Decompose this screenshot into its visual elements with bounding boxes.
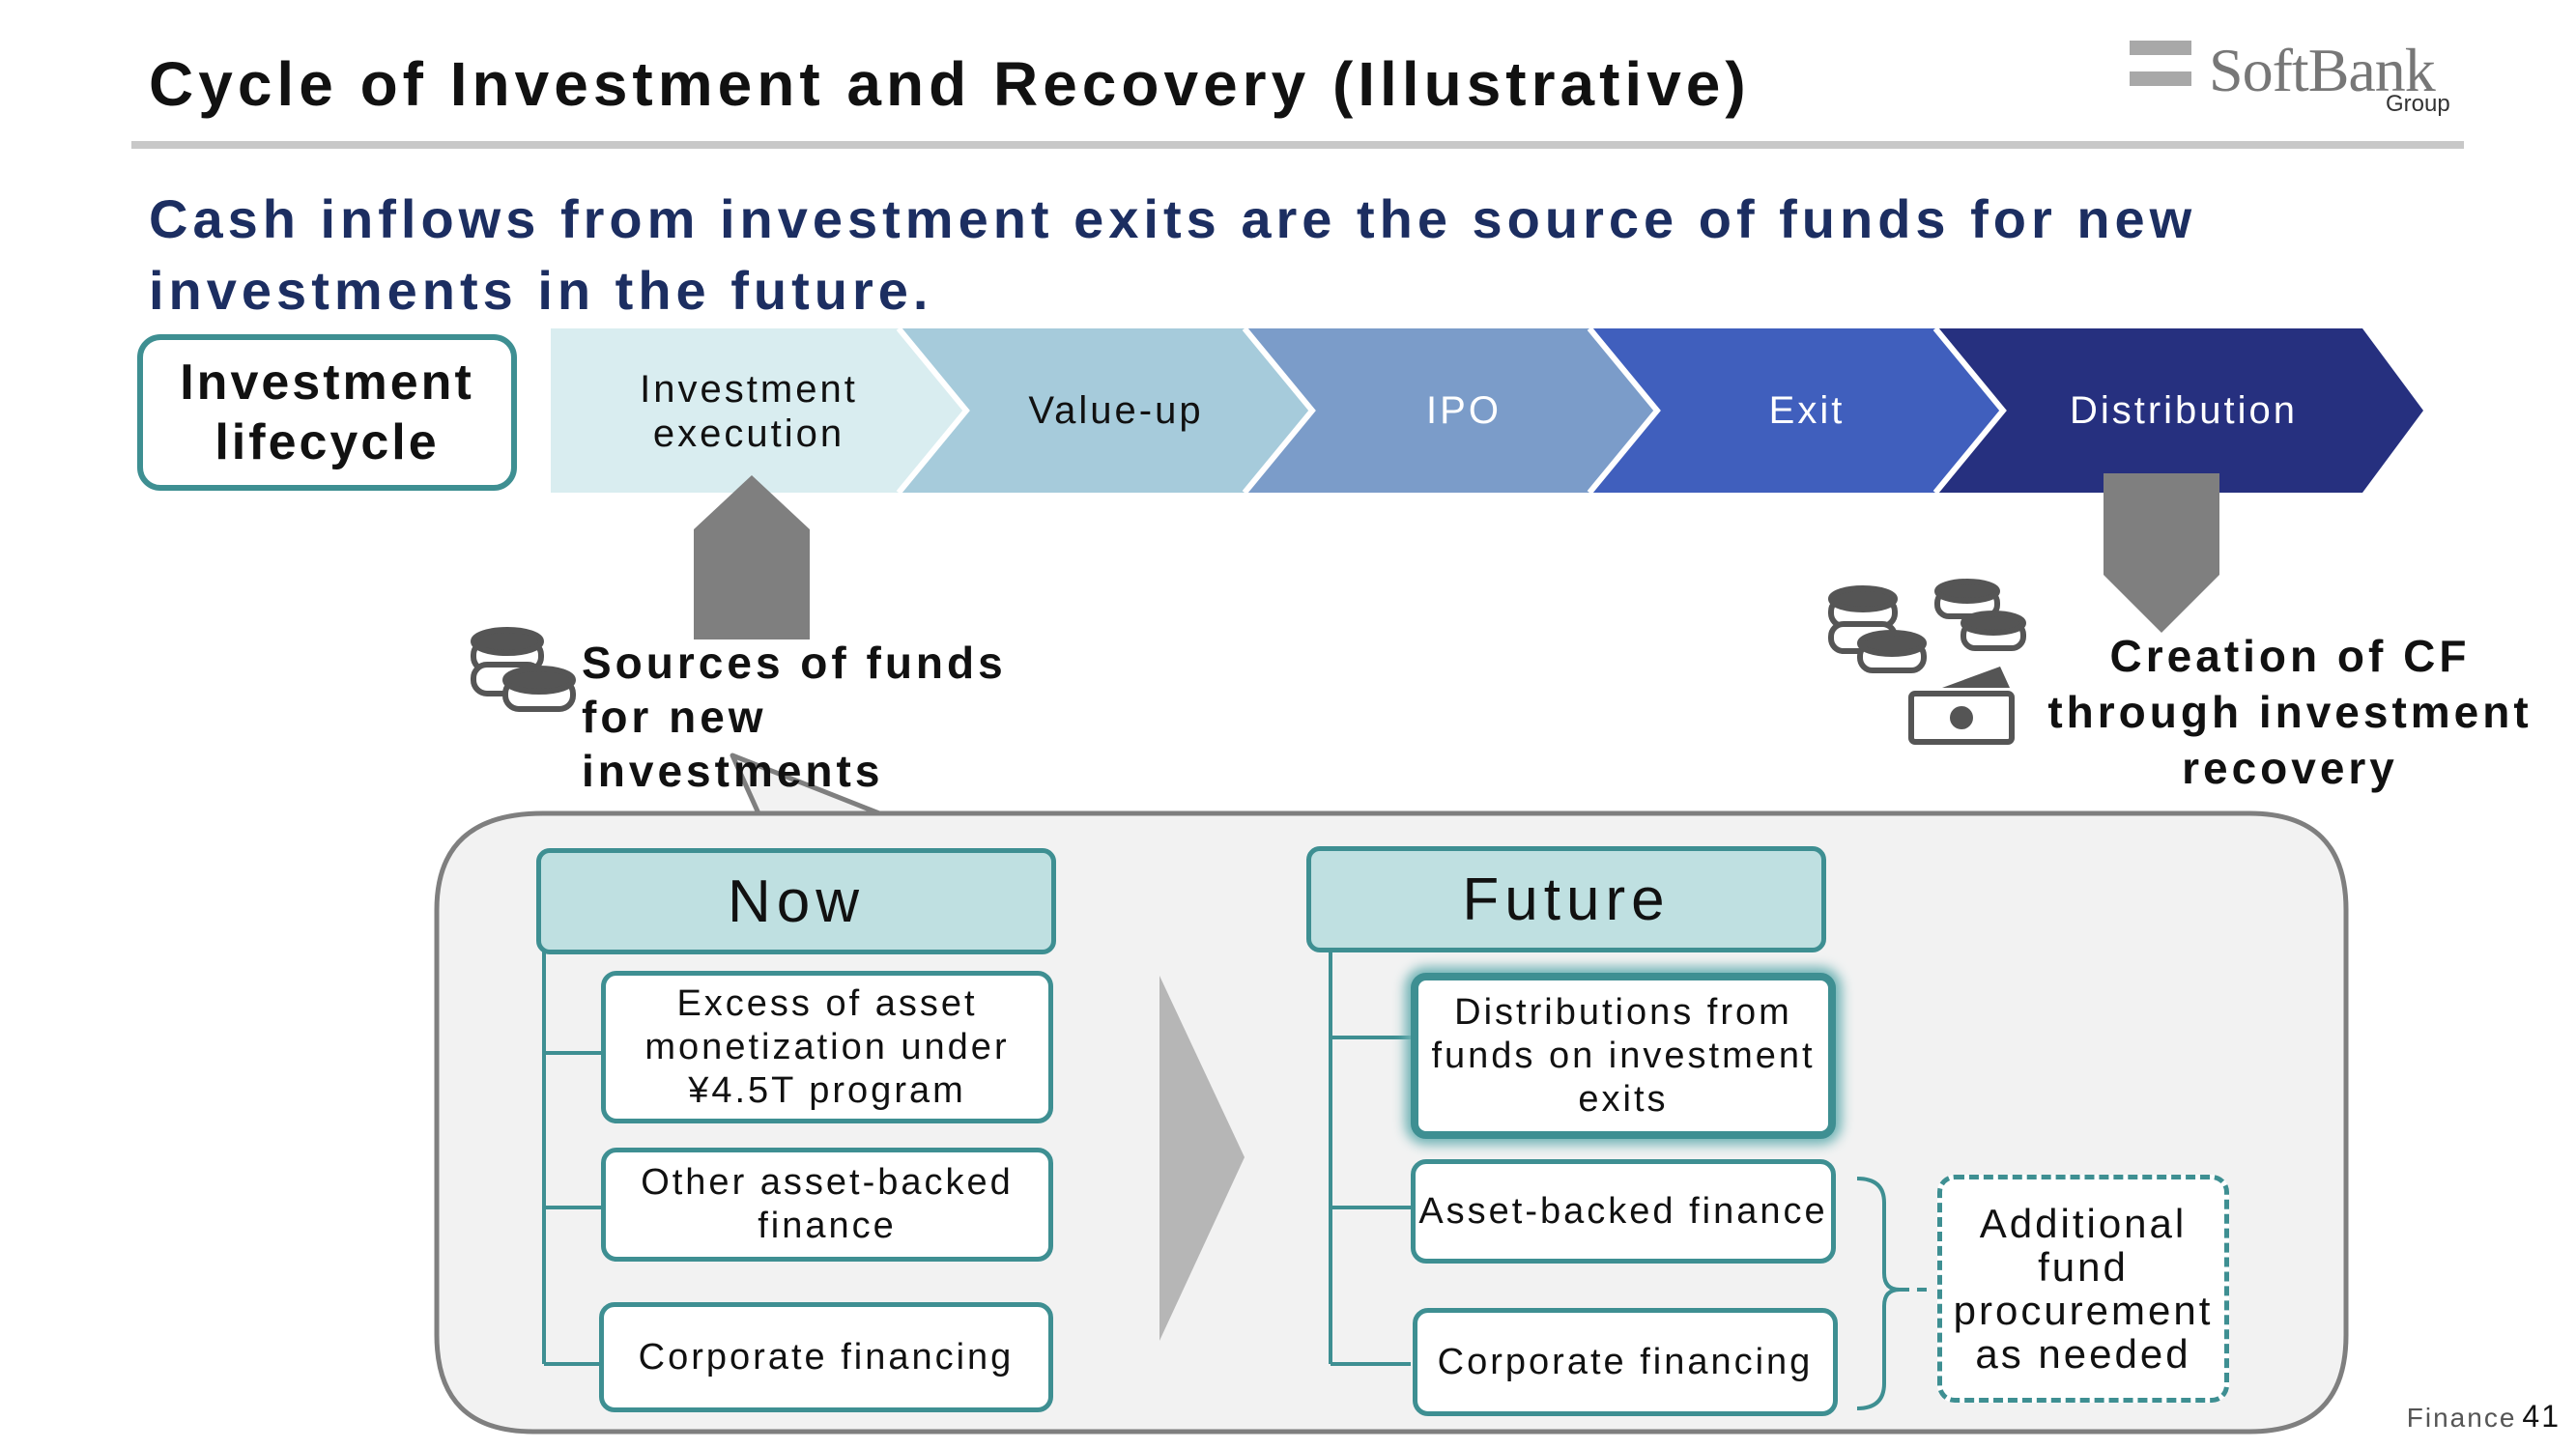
transition-arrow-icon [1159,976,1245,1341]
future-item-corporate: Corporate financing [1413,1308,1838,1416]
stage-chevron-distribution [1935,328,2423,493]
now-item-text: Corporate financing [638,1336,1015,1378]
now-item-text: Excess of asset monetization under ¥4.5T… [644,982,1010,1111]
future-item-text: Corporate financing [1437,1341,1814,1382]
future-tree-lines [1329,947,1411,1366]
sources-of-funds-label: Sources of funds for new investments [582,638,1007,796]
future-item-distributions: Distributions from funds on investment e… [1411,973,1836,1139]
stage-label-exit: Exit [1768,389,1846,432]
additional-funding-box: Additional fund procurement as needed [1937,1175,2229,1403]
now-item-asset-monetization: Excess of asset monetization under ¥4.5T… [601,971,1053,1123]
cf-creation-label: Creation of CF through investment recove… [2047,631,2533,793]
coins-icon [471,627,576,712]
future-title: Future [1462,866,1671,933]
footer-section: Finance [2406,1403,2517,1433]
logo-subtext: Group [2386,91,2450,117]
coins-and-cash-icon [1828,579,2026,745]
stage-label-value-up: Value-up [1028,389,1204,432]
now-item-text: Other asset-backed finance [641,1162,1014,1246]
future-header: Future [1306,846,1826,952]
additional-funding-text: Additional fund procurement as needed [1953,1201,2214,1377]
page-number: 41 [2522,1399,2561,1434]
now-header: Now [536,848,1056,954]
page-title: Cycle of Investment and Recovery (Illust… [149,49,1751,119]
softbank-logo: SoftBank Group [2130,35,2458,122]
stage-chevron-exit [1589,328,2003,493]
up-arrow-icon [694,475,810,639]
title-divider [131,141,2464,149]
future-item-text: Asset-backed finance [1418,1190,1828,1232]
now-item-corporate: Corporate financing [599,1302,1053,1412]
headline-message: Cash inflows from investment exits are t… [149,188,2197,321]
lifecycle-label-box: Investment lifecycle [137,334,517,491]
logo-text: SoftBank [2209,36,2436,104]
stage-chevron-value-up [899,328,1312,493]
now-item-asset-backed: Other asset-backed finance [601,1148,1053,1262]
stage-label-ipo: IPO [1426,389,1502,432]
now-title: Now [727,867,866,935]
down-arrow-icon [2104,473,2219,633]
future-item-asset-backed: Asset-backed finance [1411,1159,1836,1264]
stage-label-investment-execution: Investment execution [640,368,858,455]
lifecycle-label: Investment lifecycle [180,355,474,470]
stage-chevron-investment-execution [551,328,966,493]
stage-chevron-ipo [1245,328,1657,493]
stage-label-distribution: Distribution [2069,389,2299,432]
now-tree-lines [542,947,605,1366]
future-item-text: Distributions from funds on investment e… [1431,991,1816,1120]
logo-bars-icon [2130,41,2191,102]
